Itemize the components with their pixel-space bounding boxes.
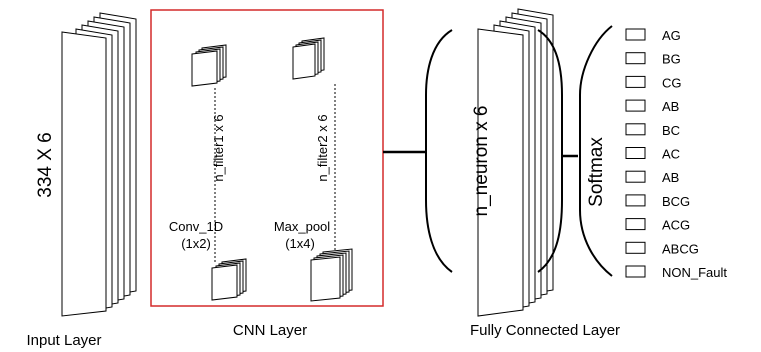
class-label: ACG bbox=[662, 218, 690, 233]
class-box bbox=[625, 52, 646, 65]
class-box bbox=[625, 170, 646, 183]
fc-right-bracket bbox=[537, 29, 563, 273]
class-label: AB bbox=[662, 99, 679, 114]
class-label: BCG bbox=[662, 194, 690, 209]
softmax-label: Softmax bbox=[586, 137, 607, 207]
conv-kernel-label: (1x2) bbox=[181, 236, 211, 251]
class-label: BC bbox=[662, 123, 680, 138]
fc-layer-caption: Fully Connected Layer bbox=[470, 322, 620, 339]
conv-bottom-block bbox=[211, 258, 247, 301]
softmax-class-list: AG BG CG AB BC AC AB BCG ACG ABCG NON_Fault bbox=[625, 28, 727, 280]
class-box bbox=[625, 75, 646, 88]
class-box bbox=[625, 123, 646, 136]
class-label: ABCG bbox=[662, 241, 699, 256]
fc-left-bracket bbox=[425, 29, 453, 273]
class-label: AG bbox=[662, 28, 681, 43]
fc-dims-label: n_neuron x 6 bbox=[471, 106, 492, 217]
class-label: NON_Fault bbox=[662, 265, 727, 280]
input-layer-caption: Input Layer bbox=[26, 332, 101, 349]
class-box bbox=[625, 241, 646, 254]
pool-top-block bbox=[292, 37, 325, 80]
pool-bottom-block bbox=[310, 248, 353, 302]
input-shape-label: 334 X 6 bbox=[35, 132, 56, 198]
class-label: AC bbox=[662, 147, 680, 162]
pool-name-label: Max_pool bbox=[274, 219, 330, 234]
conv-name-label: Conv_1D bbox=[169, 219, 223, 234]
fc-layer-stack bbox=[477, 8, 554, 317]
class-box bbox=[625, 99, 646, 112]
class-label: CG bbox=[662, 75, 682, 90]
cnn-layer-caption: CNN Layer bbox=[233, 322, 307, 339]
pool-dims-label: n_filter2 x 6 bbox=[315, 114, 330, 181]
class-box bbox=[625, 28, 646, 41]
cnn-layer-box bbox=[150, 9, 384, 307]
class-box bbox=[625, 147, 646, 159]
conv-top-block bbox=[191, 44, 227, 87]
softmax-bracket bbox=[579, 25, 613, 277]
class-label: AB bbox=[662, 170, 679, 185]
class-label: BG bbox=[662, 52, 681, 67]
class-box bbox=[625, 265, 646, 278]
class-box bbox=[625, 194, 646, 207]
class-box bbox=[625, 218, 646, 231]
input-layer-stack bbox=[61, 12, 137, 317]
pool-kernel-label: (1x4) bbox=[285, 236, 315, 251]
conv-dims-label: n_filter1 x 6 bbox=[211, 114, 226, 181]
